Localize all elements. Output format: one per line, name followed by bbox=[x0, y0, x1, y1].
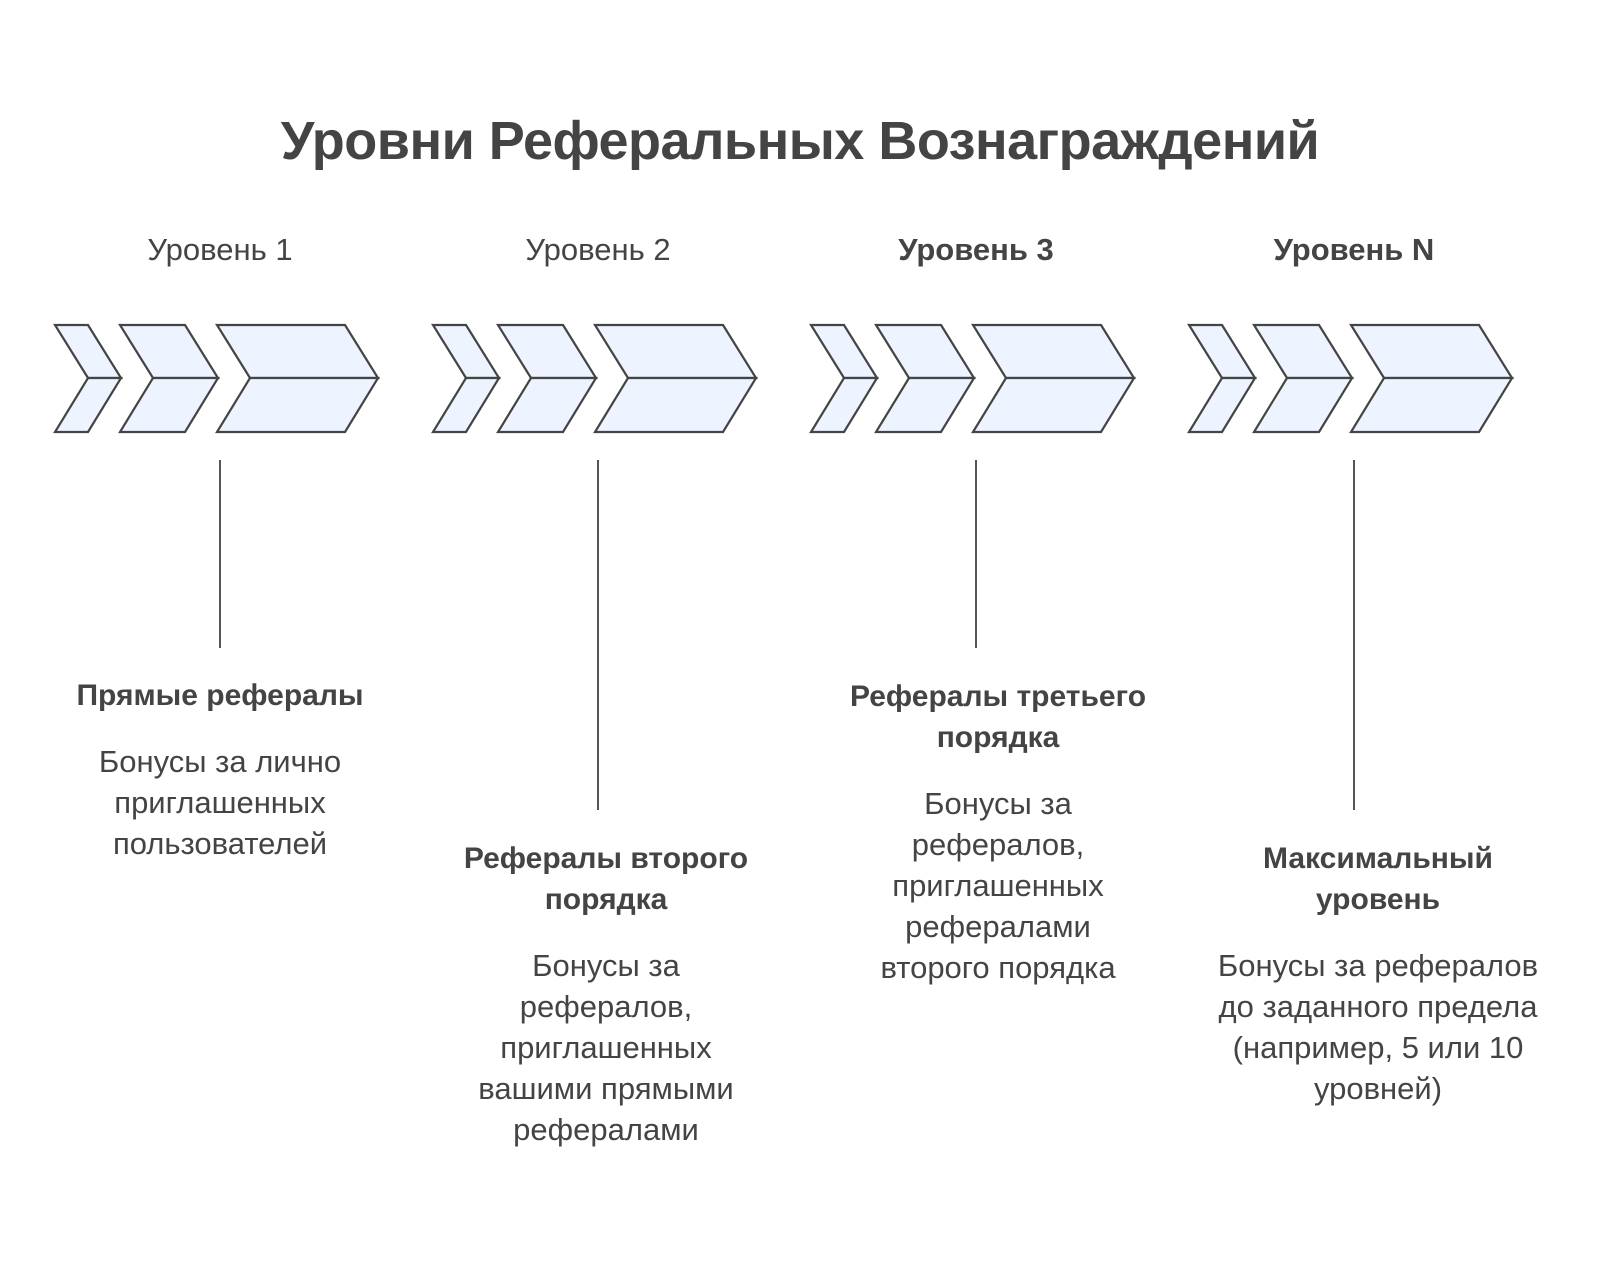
level-description-1: Бонусы за лично приглашенных пользовател… bbox=[98, 744, 342, 861]
chevron-2-1-upper bbox=[431, 323, 501, 380]
chevron-2-1-lower bbox=[431, 376, 501, 434]
chevron-1-3-upper bbox=[215, 323, 380, 380]
chevron-2-2-lower bbox=[496, 376, 598, 434]
chevron-3-3-lower bbox=[971, 376, 1136, 434]
chevron-4-2-lower bbox=[1252, 376, 1354, 434]
level-label-2: Уровень 2 bbox=[525, 232, 671, 267]
chevron-3-1-lower bbox=[809, 376, 879, 434]
chevron-1-1-lower bbox=[53, 376, 123, 434]
chevron-4-3-lower bbox=[1349, 376, 1514, 434]
level-label-3: Уровень 3 bbox=[898, 232, 1054, 267]
chevron-1-2-upper bbox=[118, 323, 220, 380]
chevron-3-2-upper bbox=[874, 323, 976, 380]
chevron-3-2-lower bbox=[874, 376, 976, 434]
chevron-2-2-upper bbox=[496, 323, 598, 380]
chevron-1-2-lower bbox=[118, 376, 220, 434]
chevron-4-3-upper bbox=[1349, 323, 1514, 380]
diagram-title: Уровни Реферальных Вознаграждений bbox=[280, 111, 1320, 171]
chevron-1-1-upper bbox=[53, 323, 123, 380]
level-description-2: Бонусы за рефералов, приглашенных вашими… bbox=[478, 948, 734, 1147]
level-description-n: Бонусы за рефералов до заданного предела… bbox=[1217, 948, 1539, 1106]
level-heading-2: Рефералы второго порядка bbox=[463, 842, 749, 916]
level-block-1: Прямые рефералы Бонусы за лично приглаше… bbox=[50, 675, 390, 864]
level-heading-n: Максимальный уровень bbox=[1263, 842, 1493, 916]
level-heading-1: Прямые рефералы bbox=[76, 679, 364, 712]
chevron-2-3-upper bbox=[593, 323, 758, 380]
level-heading-3: Рефералы третьего порядка bbox=[849, 680, 1147, 754]
chevron-4-1-lower bbox=[1187, 376, 1257, 434]
level-block-2: Рефералы второго порядка Бонусы за рефер… bbox=[436, 838, 776, 1150]
chevron-1-3-lower bbox=[215, 376, 380, 434]
chevron-3-1-upper bbox=[809, 323, 879, 380]
level-label-n: Уровень N bbox=[1273, 232, 1435, 267]
level-description-3: Бонусы за рефералов, приглашенных рефера… bbox=[880, 786, 1116, 985]
chevron-3-3-upper bbox=[971, 323, 1136, 380]
chevron-2-3-lower bbox=[593, 376, 758, 434]
chevron-4-1-upper bbox=[1187, 323, 1257, 380]
level-block-n: Максимальный уровень Бонусы за рефералов… bbox=[1208, 838, 1548, 1109]
chevron-4-2-upper bbox=[1252, 323, 1354, 380]
level-label-1: Уровень 1 bbox=[147, 232, 293, 267]
level-block-3: Рефералы третьего порядка Бонусы за рефе… bbox=[828, 676, 1168, 988]
